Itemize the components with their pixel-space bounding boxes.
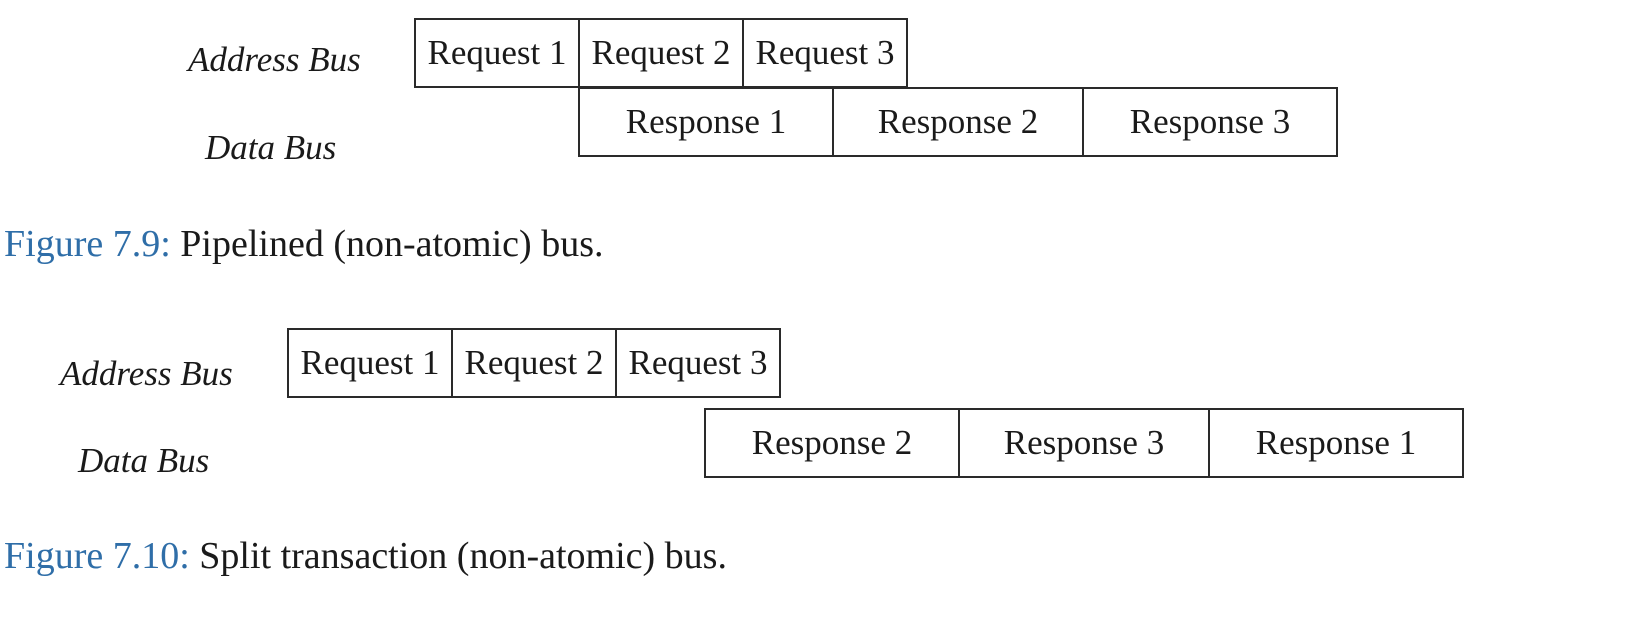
address-bus-request-box: Request 3 xyxy=(615,328,781,398)
address-bus-label: Address Bus xyxy=(60,354,233,393)
address-bus-request-box: Request 1 xyxy=(287,328,453,398)
caption-text: Split transaction (non-atomic) bus. xyxy=(189,535,727,577)
data-bus-response-box: Response 1 xyxy=(578,87,834,157)
figure-caption: Figure 7.9: Pipelined (non-atomic) bus. xyxy=(4,222,603,266)
data-bus-response-box: Response 3 xyxy=(1082,87,1338,157)
figure-caption: Figure 7.10: Split transaction (non-atom… xyxy=(4,534,727,578)
data-bus-response-box: Response 1 xyxy=(1208,408,1464,478)
data-bus-response-box: Response 2 xyxy=(832,87,1084,157)
figure-split-transaction-bus: Address Bus Data Bus Request 1 Request 2… xyxy=(0,320,1626,642)
figure-pipelined-bus: Address Bus Data Bus Request 1 Request 2… xyxy=(0,0,1626,320)
address-bus-request-box: Request 2 xyxy=(451,328,617,398)
address-bus-request-box: Request 3 xyxy=(742,18,908,88)
data-bus-label: Data Bus xyxy=(205,128,337,167)
data-bus-label: Data Bus xyxy=(78,441,210,480)
data-bus-response-box: Response 3 xyxy=(958,408,1210,478)
address-bus-request-box: Request 2 xyxy=(578,18,744,88)
caption-number: Figure 7.10: xyxy=(4,535,190,577)
address-bus-label: Address Bus xyxy=(188,40,361,79)
caption-text: Pipelined (non-atomic) bus. xyxy=(170,223,604,265)
address-bus-request-box: Request 1 xyxy=(414,18,580,88)
caption-number: Figure 7.9: xyxy=(4,223,171,265)
data-bus-response-box: Response 2 xyxy=(704,408,960,478)
